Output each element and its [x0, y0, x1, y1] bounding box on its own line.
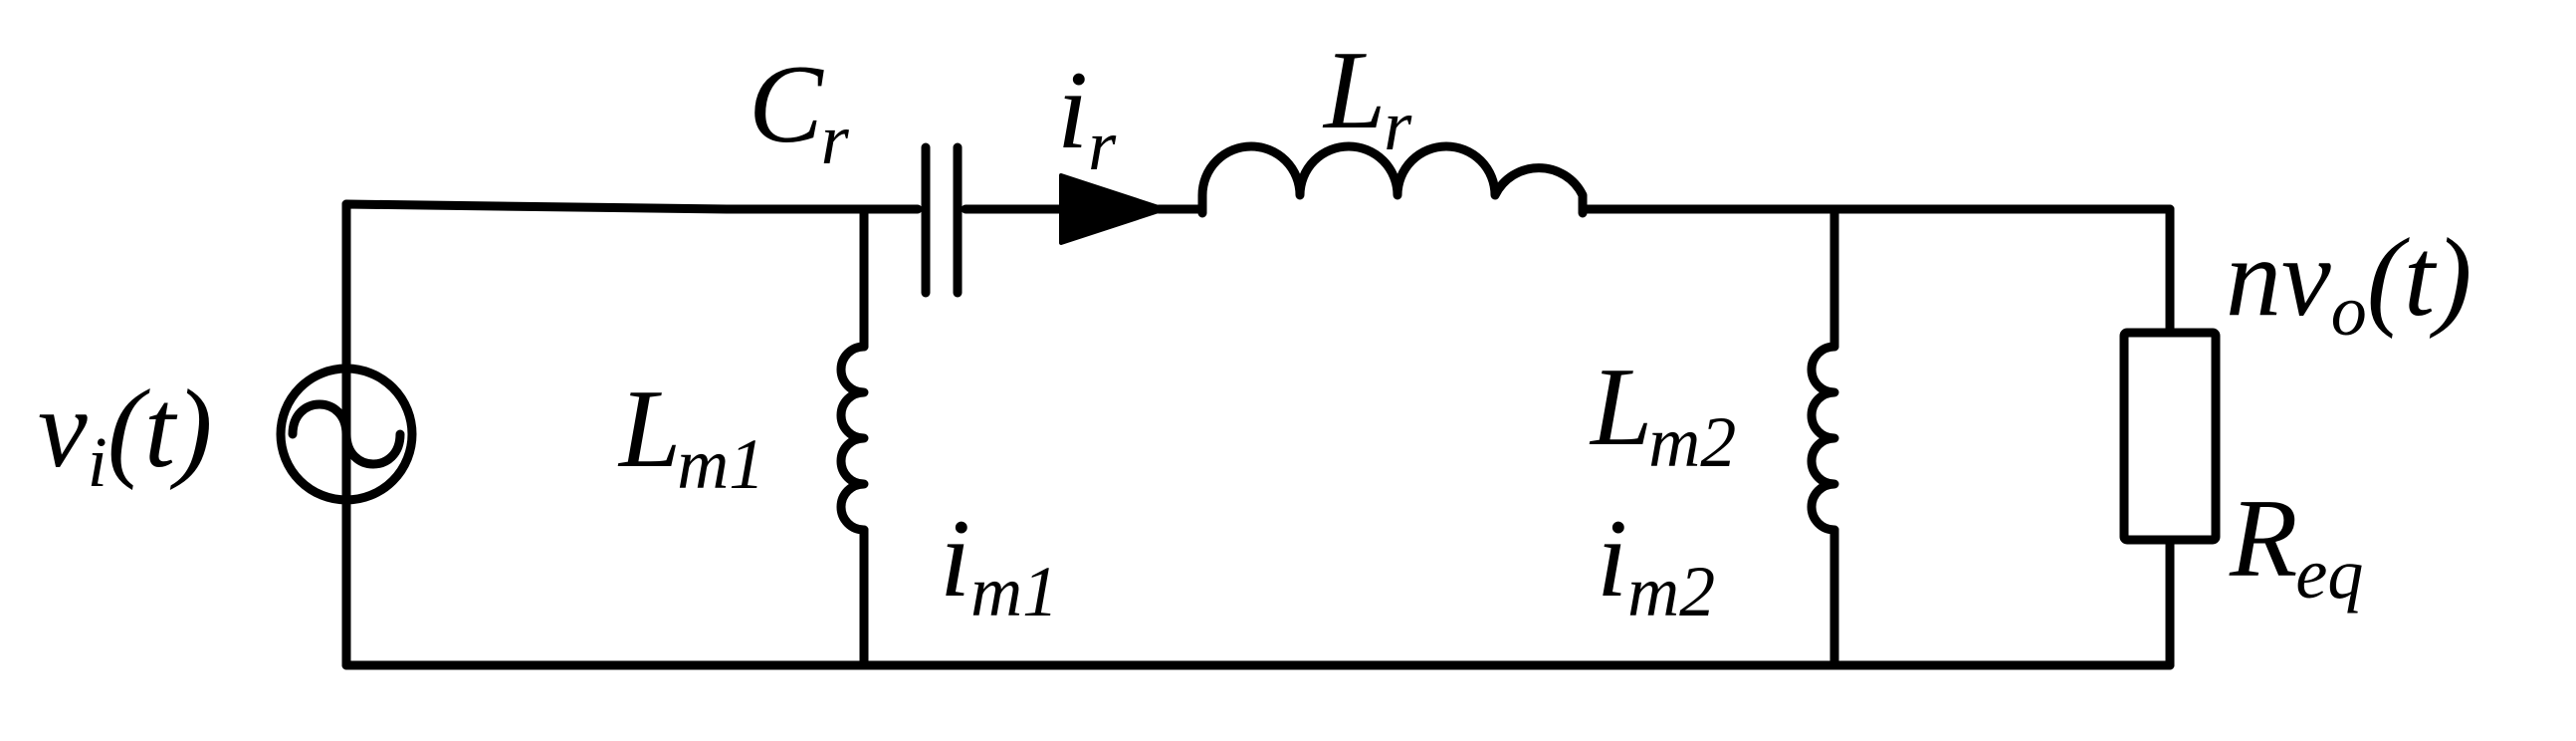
inductor-lr [1197, 141, 1588, 218]
ac-voltage-source [276, 364, 417, 505]
label-req: Req [2229, 477, 2363, 614]
wires [341, 199, 2175, 670]
label-ir: ir [1057, 49, 1117, 185]
label-vi: vi(t) [38, 368, 212, 502]
label-nvo: nvo(t) [2226, 216, 2471, 351]
capacitor-cr [921, 142, 963, 298]
label-lr: Lr [1322, 29, 1412, 165]
current-arrow-ir [1059, 173, 1167, 245]
label-im2: im2 [1597, 497, 1715, 631]
label-im1: im1 [940, 497, 1058, 631]
inductor-lm2 [1807, 342, 1839, 535]
label-lm1: Lm1 [617, 368, 764, 504]
resistor-req [2119, 328, 2221, 545]
label-cr: Cr [749, 43, 850, 179]
top-wire-right [1578, 204, 2175, 334]
label-lm2: Lm2 [1589, 346, 1736, 482]
inductor-lm1 [836, 342, 869, 535]
